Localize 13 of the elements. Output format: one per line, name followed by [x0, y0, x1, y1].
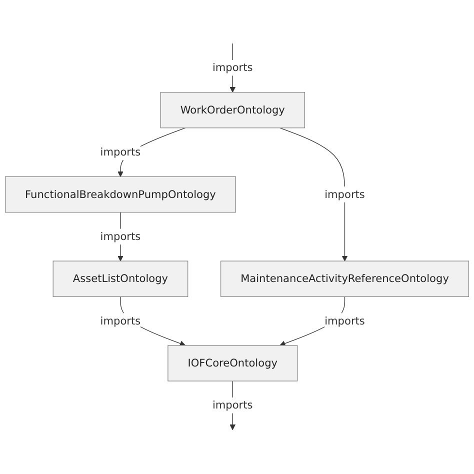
- node-box: MaintenanceActivityReferenceOntology: [220, 261, 470, 298]
- edge-label: imports: [212, 62, 253, 74]
- node-box: IOFCoreOntology: [168, 345, 298, 382]
- edge-label: imports: [100, 314, 141, 328]
- edge-label: imports: [212, 399, 253, 412]
- node-box: AssetListOntology: [52, 261, 188, 298]
- arrow: [280, 128, 348, 262]
- node-box: WorkOrderOntology: [160, 92, 305, 129]
- edge-label: imports: [324, 188, 365, 201]
- edge-label: imports: [100, 230, 141, 243]
- edge-label: imports: [100, 146, 141, 159]
- edge-label: imports: [324, 314, 365, 328]
- node-box: FunctionalBreakdownPumpOntology: [4, 176, 236, 213]
